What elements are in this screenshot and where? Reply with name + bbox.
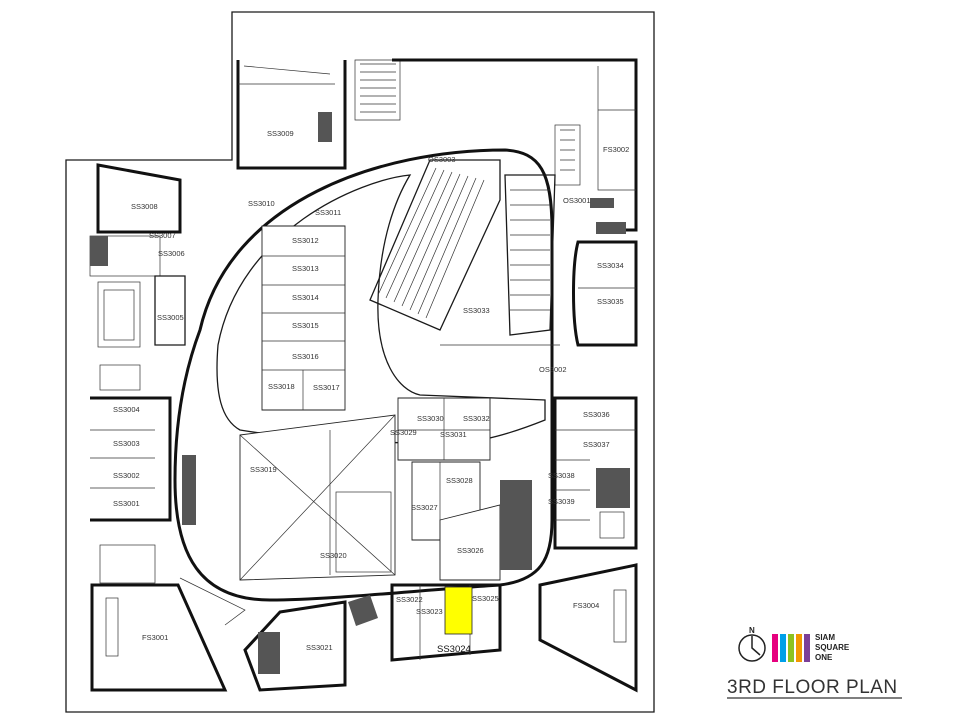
label-ss3018: SS3018	[268, 382, 295, 391]
label-ss3011: SS3011	[315, 208, 341, 217]
logo-line-2: SQUARE	[815, 643, 850, 652]
label-ss3022: SS3022	[396, 595, 423, 604]
label-ss3036: SS3036	[583, 410, 610, 419]
label-fs3001: FS3001	[142, 633, 168, 642]
label-ss3025: SS3025	[472, 594, 499, 603]
label-os3003: OS3003	[428, 155, 456, 164]
floor-plan-title: 3RD FLOOR PLAN	[727, 677, 898, 698]
north-block	[392, 58, 638, 234]
central-atrium-oval	[173, 148, 554, 602]
label-ss3006: SS3006	[158, 249, 185, 258]
label-ss3026: SS3026	[457, 546, 484, 555]
label-ss3032: SS3032	[463, 414, 490, 423]
label-ss3014: SS3014	[292, 293, 319, 302]
label-ss3015: SS3015	[292, 321, 319, 330]
label-ss3019: SS3019	[250, 465, 277, 474]
label-os3002: OS3002	[539, 365, 567, 374]
label-ss3007: SS3007	[149, 231, 176, 240]
logo-line-1: SIAM	[815, 633, 835, 642]
label-ss3027: SS3027	[411, 503, 438, 512]
logo-mark-bar-4	[796, 634, 802, 662]
logo-mark-bar-2	[780, 634, 786, 662]
label-ss3002: SS3002	[113, 471, 140, 480]
label-ss3034: SS3034	[597, 261, 624, 270]
label-ss3008: SS3008	[131, 202, 158, 211]
label-ss3029: SS3029	[390, 428, 417, 437]
building-outline	[65, 11, 655, 713]
label-os3001: OS3001	[563, 196, 591, 205]
label-ss3030: SS3030	[417, 414, 444, 423]
label-ss3005: SS3005	[157, 313, 184, 322]
label-ss3009: SS3009	[267, 129, 294, 138]
label-ss3017: SS3017	[313, 383, 340, 392]
label-ss3021: SS3021	[306, 643, 333, 652]
label-ss3038: SS3038	[548, 471, 575, 480]
compass-icon	[738, 634, 766, 662]
lower-central-shops	[182, 397, 532, 581]
label-ss3031: SS3031	[440, 430, 467, 439]
label-ss3004: SS3004	[113, 405, 140, 414]
label-ss3035: SS3035	[597, 297, 624, 306]
central-shop-column	[261, 225, 346, 411]
escalator-void	[369, 159, 560, 346]
label-ss3033: SS3033	[463, 306, 490, 315]
label-ss3016: SS3016	[292, 352, 319, 361]
west-block	[89, 163, 186, 522]
label-ss3012: SS3012	[292, 236, 319, 245]
logo-line-3: ONE	[815, 653, 833, 662]
logo-mark-bar-1	[772, 634, 778, 662]
label-ss3028: SS3028	[446, 476, 473, 485]
label-ss3023: SS3023	[416, 607, 443, 616]
south-shops	[243, 583, 502, 692]
label-ss3010: SS3010	[248, 199, 275, 208]
compass-needle-icon	[751, 636, 761, 656]
label-ss3039: SS3039	[548, 497, 575, 506]
label-ss3020: SS3020	[320, 551, 347, 560]
north-west-block	[236, 59, 401, 170]
south-east-block	[538, 563, 638, 693]
north-mark: N	[749, 626, 755, 635]
label-fs3004: FS3004	[573, 601, 599, 610]
highlight-unit-label: SS3024	[437, 644, 471, 655]
label-fs3002: FS3002	[603, 145, 629, 154]
logo-mark-bar-3	[788, 634, 794, 662]
label-ss3037: SS3037	[583, 440, 610, 449]
east-block	[553, 240, 638, 550]
label-ss3013: SS3013	[292, 264, 319, 273]
highlighted-unit[interactable]	[444, 586, 473, 635]
south-west-block	[90, 544, 246, 692]
label-ss3001: SS3001	[113, 499, 140, 508]
siam-square-one-logo: N SIAM SQUARE ONE	[738, 626, 850, 662]
logo-mark-bar-5	[804, 634, 810, 662]
unit-labels: SS3009 FS3002 SS3008 SS3007 SS3006 SS300…	[113, 129, 629, 652]
label-ss3003: SS3003	[113, 439, 140, 448]
